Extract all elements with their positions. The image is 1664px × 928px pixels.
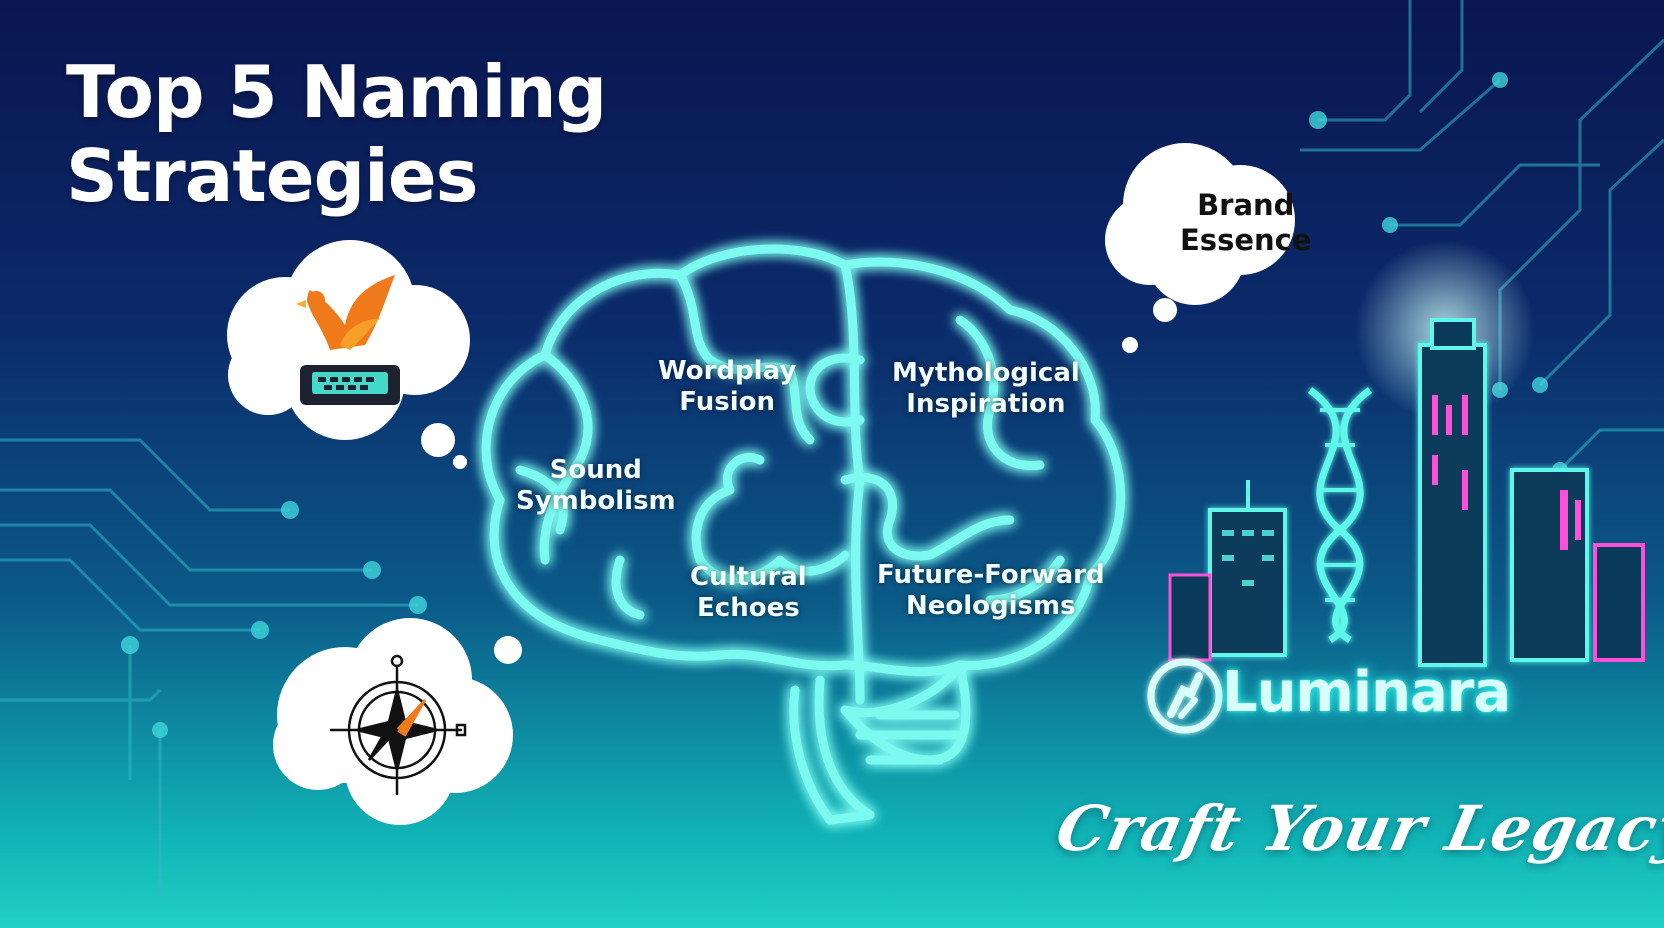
phoenix-typewriter-icon <box>296 275 400 405</box>
neon-city <box>1168 240 1645 667</box>
lobe-wordplay-fusion: Wordplay Fusion <box>658 356 797 417</box>
luminara-logo-icon <box>1147 658 1223 734</box>
brand-lockup: Luminara <box>1178 660 1511 725</box>
page-title: Top 5 Naming Strategies <box>66 50 607 218</box>
tagline: Craft Your Legacy <box>1050 792 1664 865</box>
brand-essence-label: Brand Essence <box>1180 188 1312 257</box>
brand-name: Luminara <box>1222 660 1511 725</box>
lobe-sound-symbolism: Sound Symbolism <box>516 455 676 516</box>
lobe-mythological-inspiration: Mythological Inspiration <box>892 358 1080 419</box>
lobe-future-forward-neologisms: Future-Forward Neologisms <box>877 560 1105 621</box>
neon-brain <box>481 244 1126 825</box>
lobe-cultural-echoes: Cultural Echoes <box>690 562 807 623</box>
title-line-1: Top 5 Naming <box>66 50 607 134</box>
dna-helix <box>1307 387 1373 643</box>
title-line-2: Strategies <box>66 134 479 218</box>
compass-icon <box>330 654 467 795</box>
thought-cloud-phoenix <box>227 240 470 469</box>
brand-essence-cloud <box>1105 143 1295 353</box>
